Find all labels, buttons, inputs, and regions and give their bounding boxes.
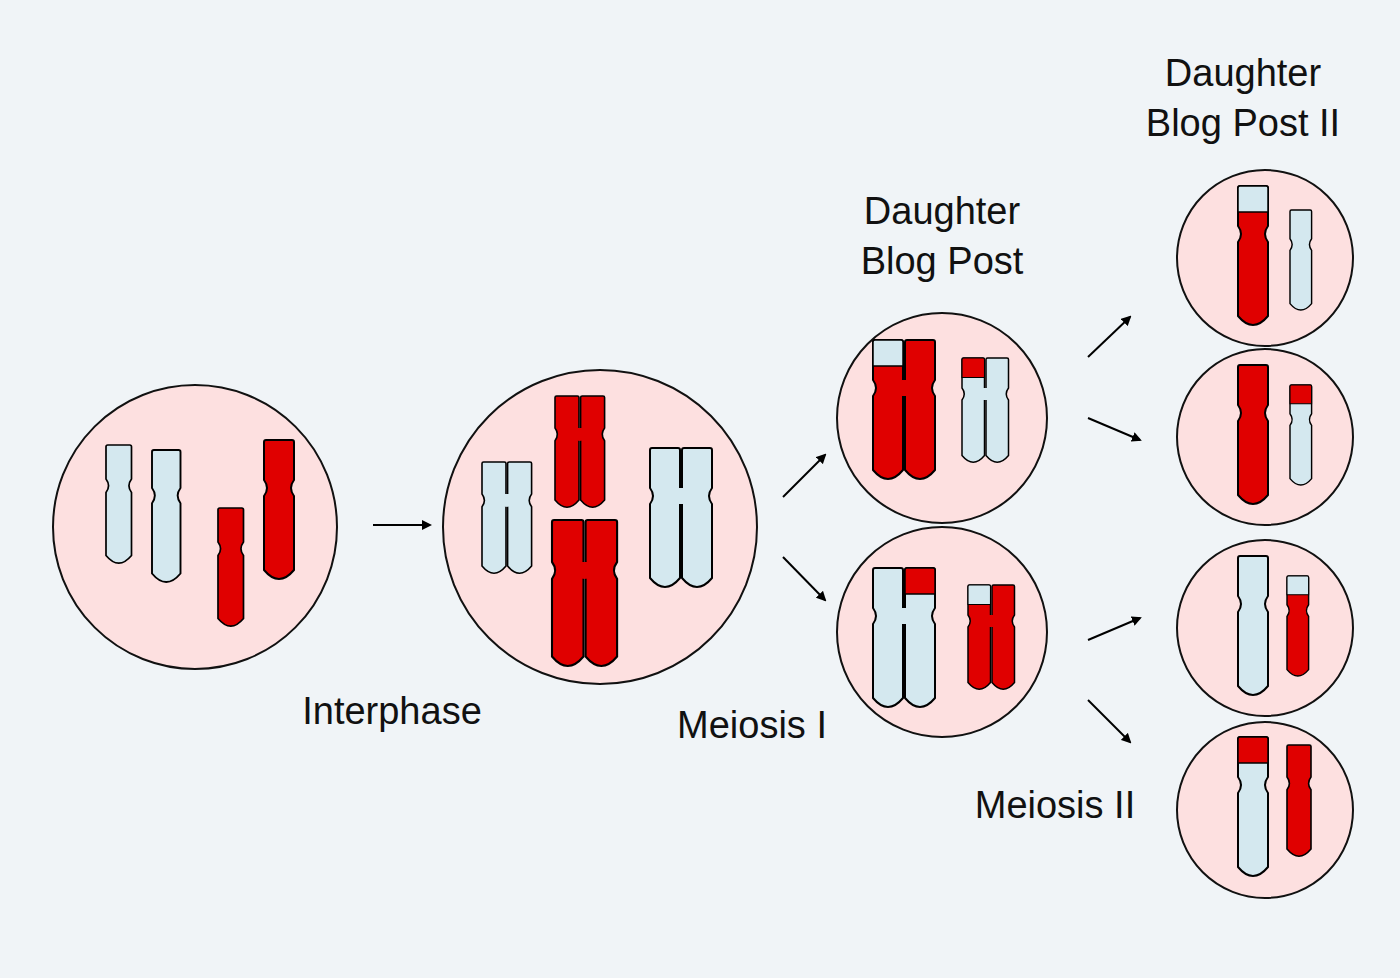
stage-label: Interphase — [242, 686, 542, 736]
stage-label: Daughter Blog Post — [840, 186, 1044, 286]
stage-label: Daughter Blog Post II — [1125, 48, 1361, 148]
stage-label: Meiosis II — [925, 780, 1185, 830]
stage-label: Meiosis I — [622, 700, 882, 750]
